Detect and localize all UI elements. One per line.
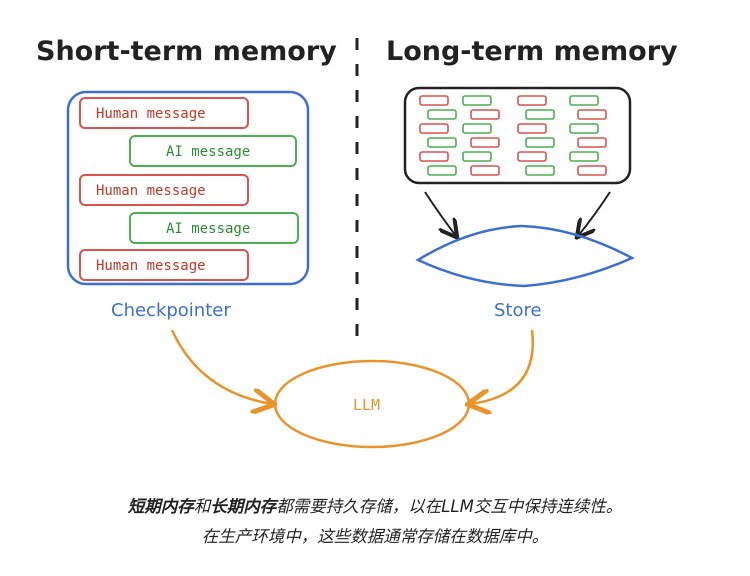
memory-diagram: Short-term memory Long-term memory Human… <box>36 36 678 449</box>
message-human-3: Human message <box>79 249 249 281</box>
message-label: AI message <box>166 144 250 160</box>
stored-record <box>470 165 500 176</box>
message-ai-1: AI message <box>129 135 297 167</box>
store-label: Store <box>494 300 542 321</box>
message-label: Human message <box>96 258 206 274</box>
stored-record <box>525 165 555 176</box>
stored-record <box>462 151 492 162</box>
stored-record <box>577 109 607 120</box>
stored-record <box>470 109 500 120</box>
message-label: AI message <box>166 221 250 237</box>
stored-record <box>427 165 457 176</box>
stored-record <box>470 137 500 148</box>
message-human-2: Human message <box>79 174 249 206</box>
caption-line-1-rest: 都需要持久存储，以在LLM交互中保持连续性。 <box>276 497 623 516</box>
llm-label: LLM <box>353 396 380 414</box>
stored-records <box>419 95 607 176</box>
stored-record <box>462 95 492 106</box>
stored-record <box>517 151 547 162</box>
caption-line-2: 在生产环境中，这些数据通常存储在数据库中。 <box>201 527 549 546</box>
arrow-to-store-right <box>578 191 611 236</box>
stored-record <box>517 123 547 134</box>
message-ai-2: AI message <box>129 212 299 244</box>
message-label: Human message <box>96 183 206 199</box>
arrow-checkpointer-to-llm <box>170 329 272 404</box>
stored-record <box>419 123 449 134</box>
store-shape <box>415 224 635 288</box>
message-label: Human message <box>96 106 206 122</box>
short-term-memory-title: Short-term memory <box>36 36 337 67</box>
arrow-store-to-llm <box>470 329 535 404</box>
stored-record <box>427 137 457 148</box>
caption-line-1: 短期内存和长期内存都需要持久存储，以在LLM交互中保持连续性。 <box>0 492 750 522</box>
stored-record <box>419 95 449 106</box>
caption: 短期内存和长期内存都需要持久存储，以在LLM交互中保持连续性。 在生产环境中，这… <box>0 492 750 552</box>
stored-record <box>577 165 607 176</box>
arrow-to-store-left <box>424 191 456 236</box>
stored-record <box>577 137 607 148</box>
stored-record <box>569 123 599 134</box>
stored-record <box>569 151 599 162</box>
stored-record <box>569 95 599 106</box>
message-human-1: Human message <box>79 97 249 129</box>
stored-record <box>427 109 457 120</box>
long-term-memory-title: Long-term memory <box>386 36 678 67</box>
caption-conjunction: 和 <box>193 497 211 516</box>
stored-record <box>419 151 449 162</box>
stored-record <box>462 123 492 134</box>
long-term-storage-box <box>403 86 632 185</box>
caption-term-long: 长期内存 <box>210 497 277 516</box>
message-list: Human message AI message Human message A… <box>79 97 299 281</box>
checkpointer-box <box>66 90 310 286</box>
caption-term-short: 短期内存 <box>127 497 194 516</box>
stored-record <box>517 95 547 106</box>
checkpointer-label: Checkpointer <box>111 300 231 321</box>
stored-record <box>525 137 555 148</box>
stored-record <box>525 109 555 120</box>
